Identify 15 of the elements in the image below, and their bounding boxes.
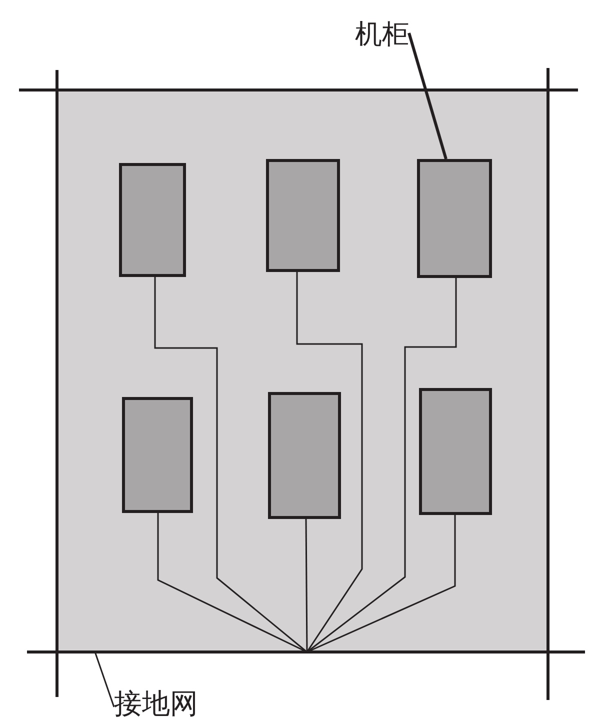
ground-wire	[154, 277, 308, 653]
callout-label: 机柜	[355, 21, 409, 48]
leader-line	[94, 652, 115, 708]
ground-wire	[305, 519, 308, 652]
cabinet	[417, 159, 492, 278]
leader-line	[408, 32, 448, 160]
cabinet	[122, 397, 193, 513]
cabinet	[119, 163, 186, 277]
ground-wire	[306, 278, 457, 653]
ground-grid-area	[57, 90, 548, 652]
cabinet	[268, 392, 341, 519]
ground-wire	[296, 272, 363, 652]
cabinet	[266, 159, 340, 272]
callout-label: 接地网	[114, 690, 198, 718]
cabinet	[419, 388, 492, 515]
